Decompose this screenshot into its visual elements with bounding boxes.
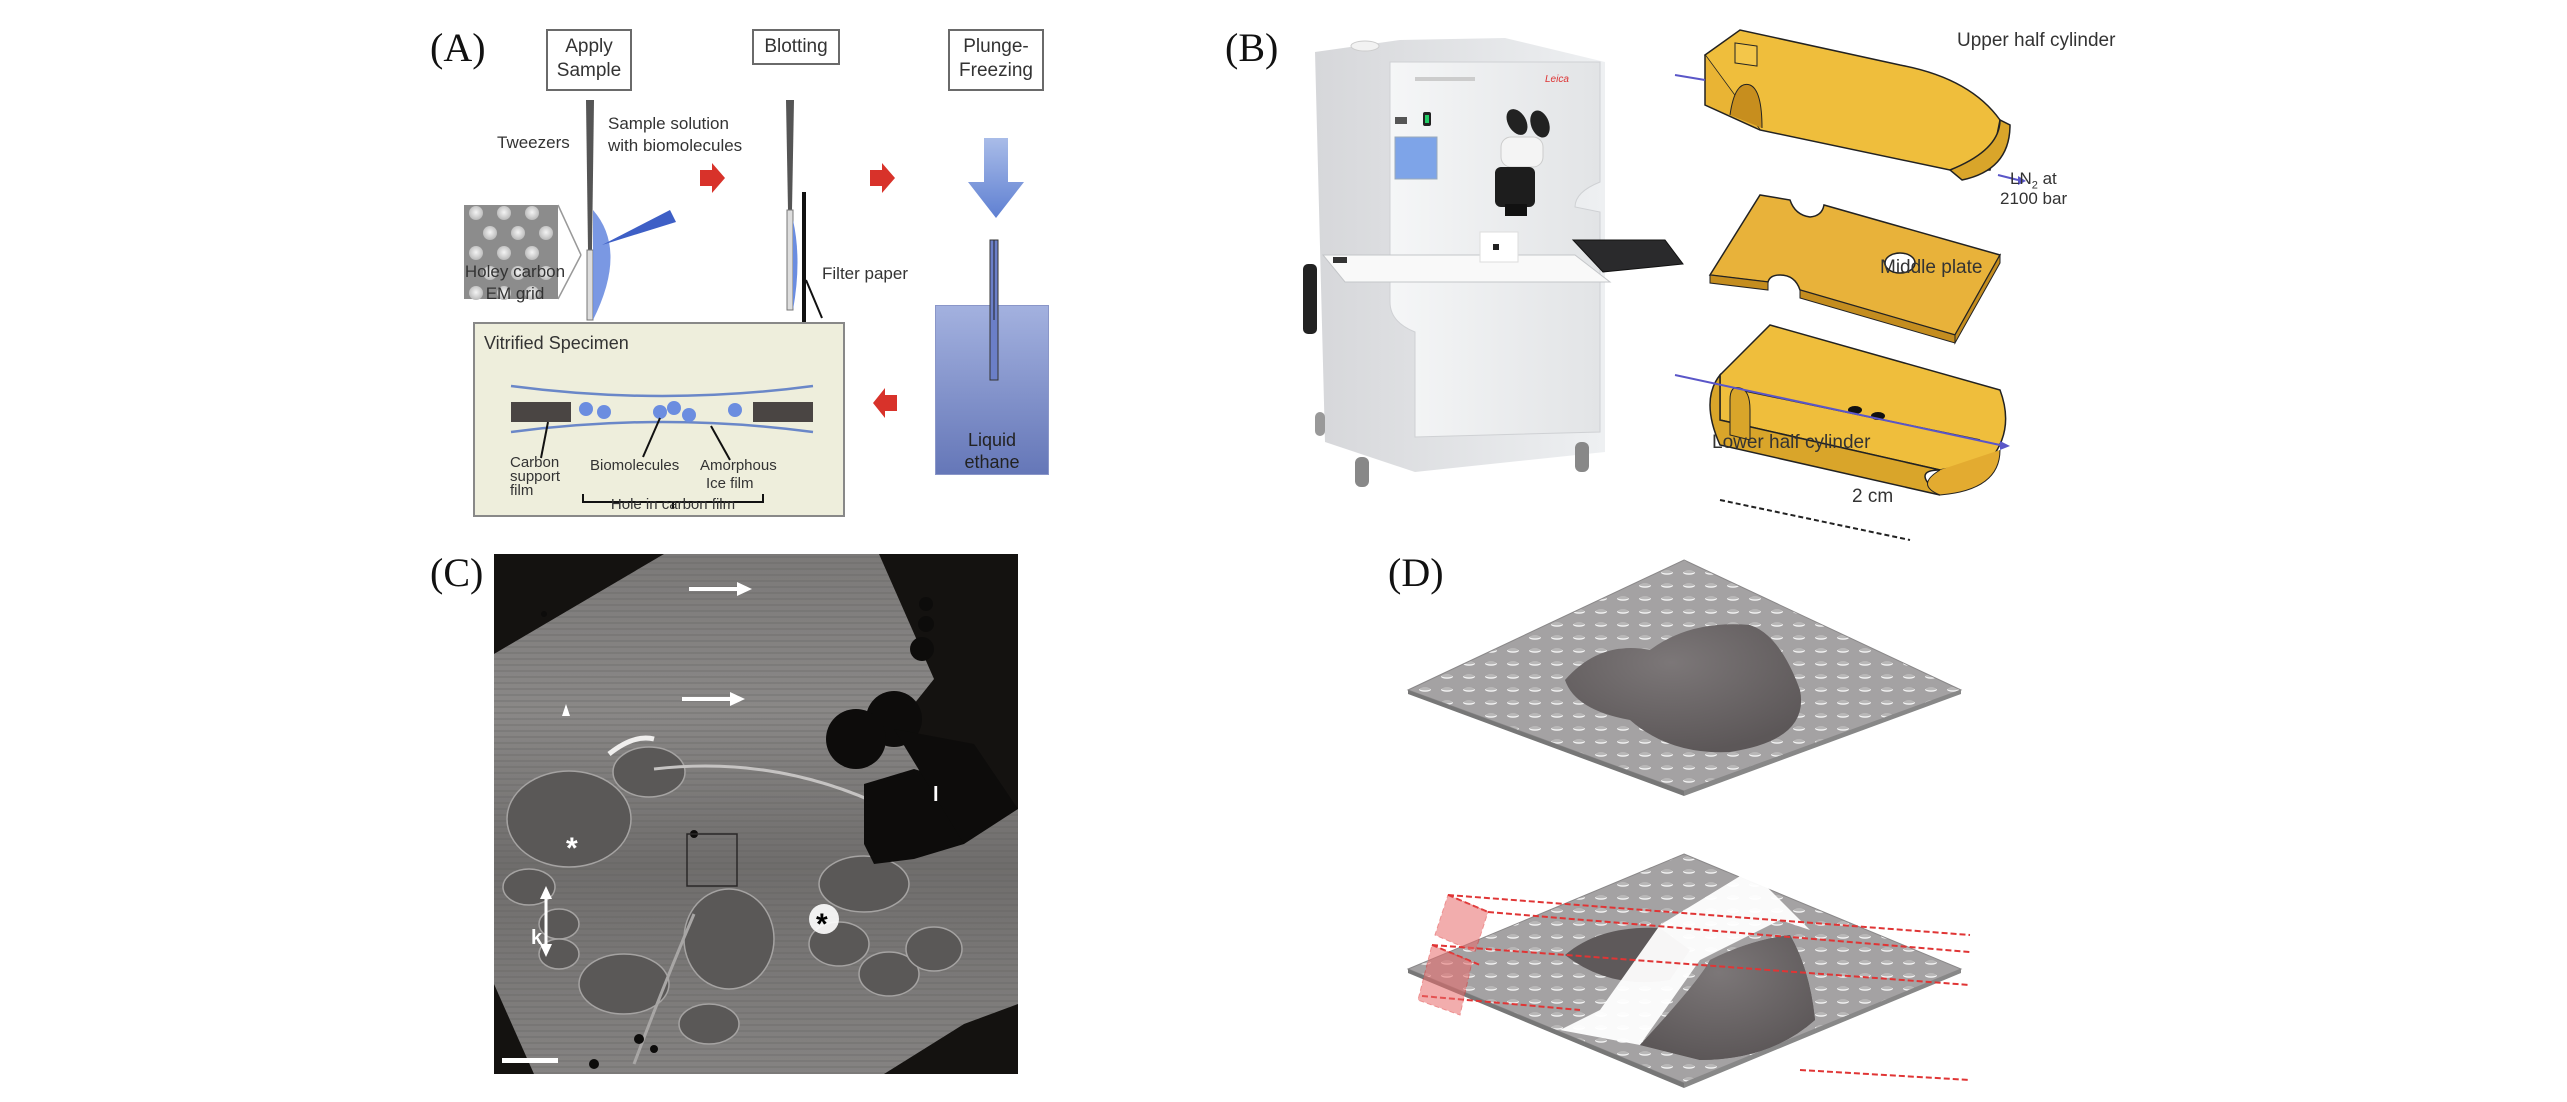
- double-arrow-k: [540, 886, 552, 957]
- tweezers-with-droplet: [586, 100, 676, 321]
- white-arrowhead-marker: [562, 704, 570, 716]
- panel-label-d: (D): [1388, 550, 1444, 595]
- beam-source-lower: [1417, 944, 1473, 1016]
- label-holey-carbon: Holey carbon: [464, 262, 566, 281]
- label-hole-in-carbon: Hole in carbon film: [610, 496, 736, 513]
- label-ethane: ethane: [964, 452, 1020, 472]
- label-biomolecules: Biomolecules: [590, 457, 680, 474]
- label-em-grid: EM grid: [485, 284, 545, 303]
- vitrified-title: Vitrified Specimen: [484, 333, 629, 353]
- label-lower-half-cylinder: Lower half cylinder: [1712, 432, 1871, 453]
- blotting-illustration: [786, 100, 823, 322]
- label-k: k: [531, 927, 543, 949]
- panel-label-a: (A): [430, 25, 486, 70]
- label-sample-solution-2: with biomolecules: [608, 136, 743, 155]
- middle-plate: [1708, 194, 2002, 345]
- cryo-em-tomogram-image: [494, 554, 1018, 1074]
- label-pressure: 2100 bar: [2000, 189, 2068, 208]
- step-plunge-freezing: Plunge- Freezing: [948, 29, 1044, 91]
- ln2-text: LN: [2010, 169, 2032, 188]
- upper-half-cylinder: [1674, 29, 2026, 185]
- beam-source-upper: [1434, 894, 1489, 953]
- asterisk-marker-white: *: [566, 832, 578, 865]
- holey-carbon-grid-illustration: [464, 204, 582, 300]
- label-ice-film: Ice film: [706, 475, 754, 492]
- lower-half-cylinder: [1674, 324, 2010, 496]
- vitrified-specimen-diagram: [510, 384, 814, 509]
- plunge-down-arrow: [968, 138, 1024, 218]
- step-blotting: Blotting: [752, 29, 840, 65]
- ln2-subscript: 2: [2031, 179, 2038, 192]
- label-liquid: Liquid: [967, 430, 1017, 450]
- plunged-tweezers: [989, 239, 999, 381]
- white-arrow-1: [689, 582, 752, 596]
- asterisk-marker-black: *: [816, 908, 828, 941]
- high-pressure-freezer-machine: Leica: [1303, 38, 1684, 487]
- step-apply-sample: Apply Sample: [546, 29, 632, 91]
- red-arrow-right-1: [700, 163, 725, 193]
- label-upper-half-cylinder: Upper half cylinder: [1957, 30, 2116, 51]
- label-amorphous: Amorphous: [700, 457, 777, 474]
- lift-out-grid-diagram: [1406, 559, 1971, 1088]
- label-carbon: Carbon: [510, 454, 560, 471]
- label-ln2: LN2 at: [2010, 168, 2057, 196]
- panel-label-b: (B): [1225, 25, 1279, 70]
- label-tweezers: Tweezers: [497, 133, 570, 152]
- label-sample-solution-1: Sample solution: [608, 114, 729, 133]
- svg-text:Leica: Leica: [1545, 74, 1569, 85]
- red-arrow-left: [873, 388, 897, 418]
- label-l: l: [933, 784, 939, 806]
- panel-label-c: (C): [430, 550, 484, 595]
- top-grid-cell: [1565, 624, 1802, 753]
- label-film: film: [510, 482, 534, 499]
- label-support: support: [510, 468, 561, 485]
- label-filter-paper: Filter paper: [822, 264, 908, 283]
- white-arrow-2: [682, 692, 745, 706]
- label-middle-plate: Middle plate: [1880, 257, 1983, 278]
- milled-trench: [1560, 870, 1810, 1045]
- hpf-cartridge-exploded-view: [1674, 29, 2026, 541]
- label-scale-2cm: 2 cm: [1852, 486, 1894, 507]
- ln2-at-text: at: [2037, 169, 2057, 188]
- scale-bar: [502, 1058, 558, 1063]
- red-arrow-right-2: [870, 163, 895, 193]
